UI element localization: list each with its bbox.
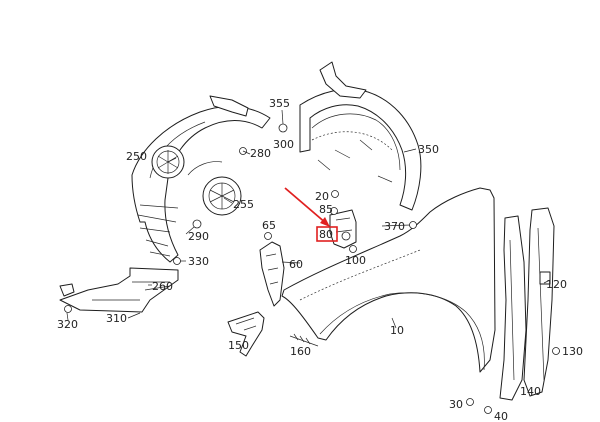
callout-330: 330 — [188, 255, 209, 268]
callout-20: 20 — [315, 190, 329, 203]
callout-labels: 355 250 280 300 350 255 20 85 80 370 65 … — [57, 97, 583, 422]
callout-40: 40 — [494, 410, 508, 422]
callout-160: 160 — [290, 345, 311, 358]
callout-65: 65 — [262, 219, 276, 232]
front-wheel-arch-liner — [299, 61, 422, 211]
callout-310: 310 — [106, 312, 127, 325]
a-pillar-trim — [499, 207, 555, 401]
callout-80: 80 — [319, 228, 333, 241]
leader-lines — [66, 109, 560, 352]
callout-320: 320 — [57, 318, 78, 331]
red-pointer-arrow — [284, 187, 330, 227]
callout-10: 10 — [390, 324, 404, 337]
callout-250: 250 — [126, 150, 147, 163]
callout-150: 150 — [228, 339, 249, 352]
callout-290: 290 — [188, 230, 209, 243]
bracket-80 — [329, 209, 357, 249]
callout-120: 120 — [546, 278, 567, 291]
callout-370: 370 — [384, 220, 405, 233]
callout-350: 350 — [418, 143, 439, 156]
callout-130: 130 — [562, 345, 583, 358]
bolt-160 — [289, 333, 319, 347]
bracket-150 — [227, 311, 265, 357]
callout-60: 60 — [289, 258, 303, 271]
callout-355: 355 — [269, 97, 290, 110]
front-fender — [281, 187, 496, 373]
vent-disc-255 — [202, 176, 242, 216]
highlight-box — [316, 226, 338, 242]
callout-260: 260 — [152, 280, 173, 293]
callout-255: 255 — [233, 198, 254, 211]
callout-300: 300 — [273, 138, 294, 151]
lower-trim-panel — [59, 267, 179, 313]
callout-100: 100 — [345, 254, 366, 267]
callout-85: 85 — [319, 203, 333, 216]
callout-30: 30 — [449, 398, 463, 411]
callout-280: 280 — [250, 147, 271, 160]
callout-140: 140 — [520, 385, 541, 398]
bracket-60 — [259, 241, 285, 307]
fasteners — [173, 123, 560, 414]
